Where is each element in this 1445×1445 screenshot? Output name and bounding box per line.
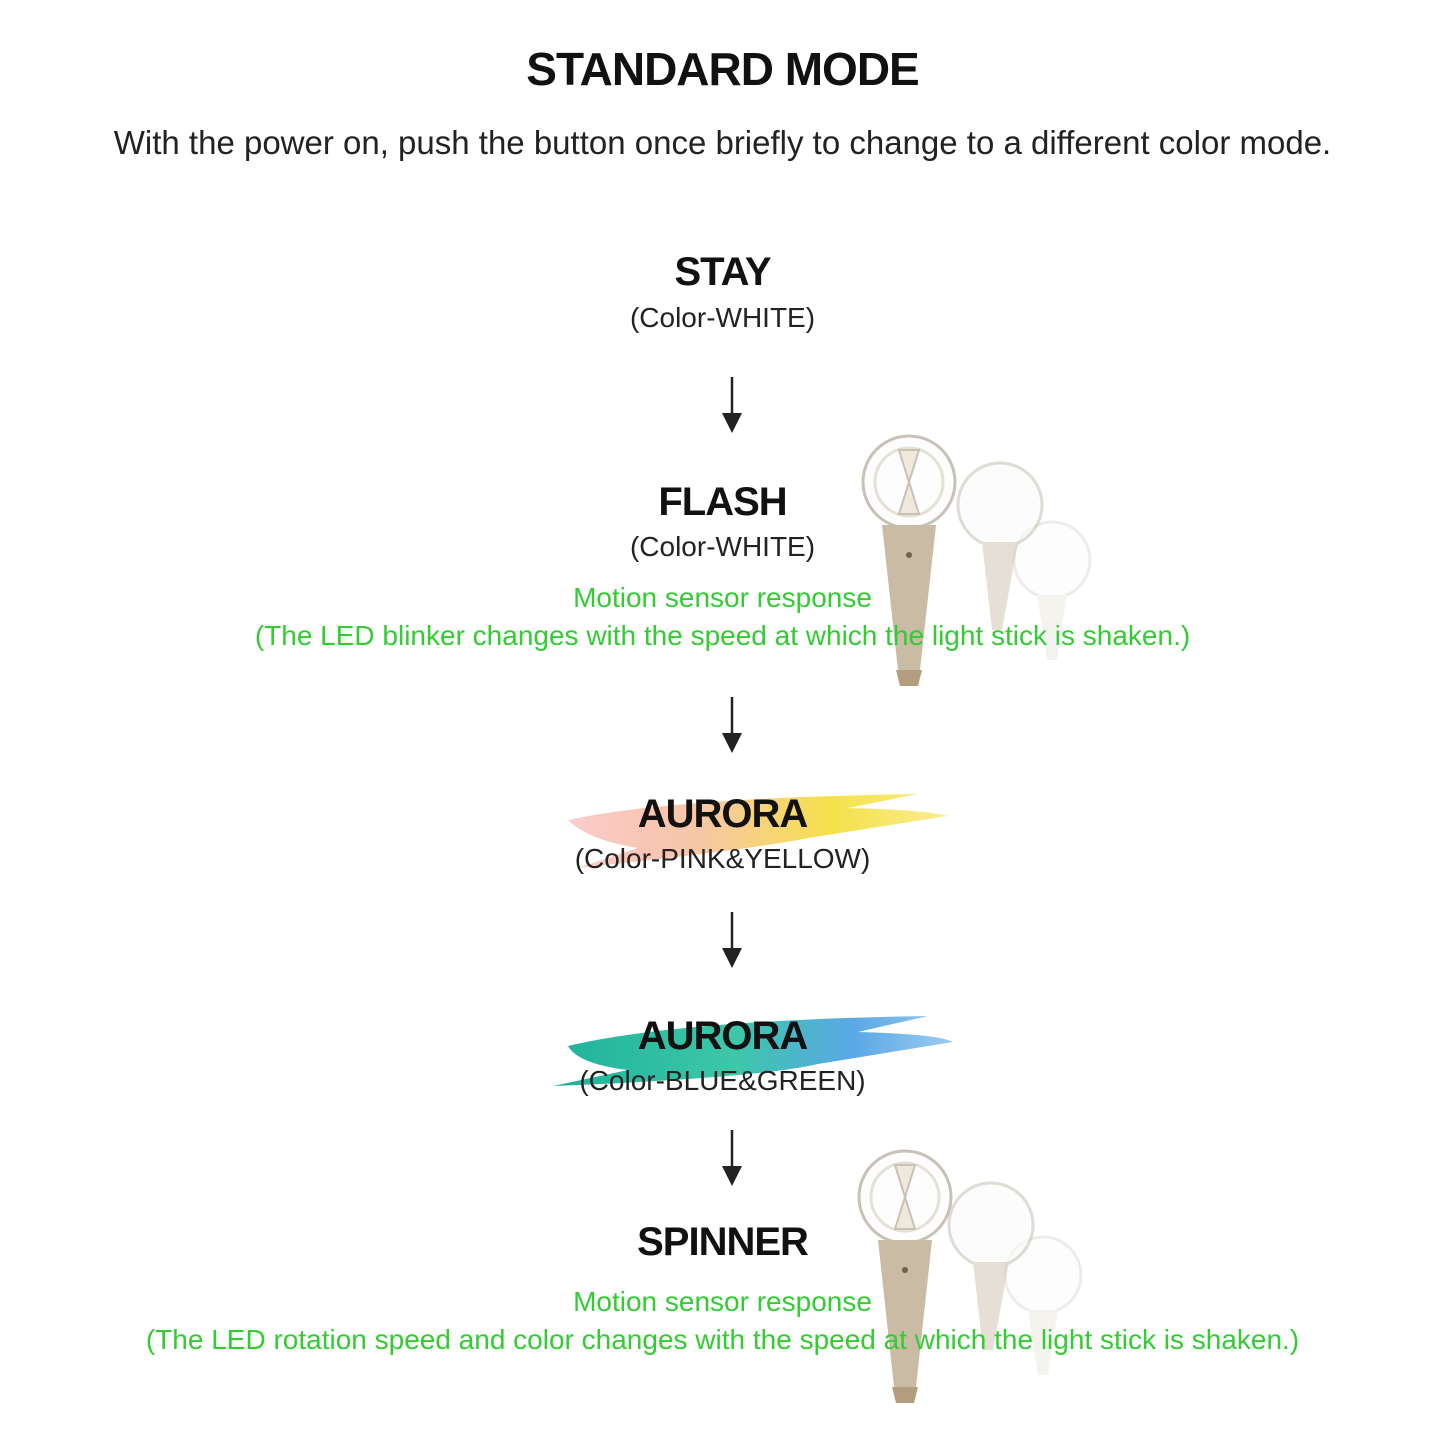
mode-stay-color: (Color-WHITE) — [629, 302, 816, 333]
mode-spinner-name: SPINNER — [637, 1220, 809, 1264]
spinner-sensor-note: (The LED rotation speed and color change… — [145, 1324, 1300, 1355]
mode-flash-color: (Color-WHITE) — [629, 531, 816, 562]
spinner-sensor-label: Motion sensor response — [573, 1286, 872, 1317]
pink-yellow-brush-stroke — [568, 794, 948, 868]
blue-green-brush-stroke — [553, 1016, 953, 1086]
down-arrow-icon — [722, 1130, 742, 1186]
mode-stay-name: STAY — [674, 250, 771, 294]
mode-aurora-blue-green-color: (Color-BLUE&GREEN) — [579, 1065, 866, 1096]
down-arrow-icon — [722, 377, 742, 433]
lightstick-image — [857, 1149, 1083, 1403]
down-arrow-icon — [722, 912, 742, 968]
mode-aurora-blue-green-name: AURORA — [637, 1014, 809, 1058]
flash-sensor-label: Motion sensor response — [573, 582, 872, 613]
down-arrow-icon — [722, 697, 742, 753]
lightstick-image — [861, 434, 1092, 686]
page-title: STANDARD MODE — [526, 43, 919, 95]
mode-aurora-pink-yellow-name: AURORA — [637, 792, 809, 836]
mode-aurora-pink-yellow-color: (Color-PINK&YELLOW) — [574, 843, 871, 874]
intro-text: With the power on, push the button once … — [113, 124, 1332, 161]
flash-sensor-note: (The LED blinker changes with the speed … — [254, 620, 1191, 651]
mode-flash-name: FLASH — [658, 480, 787, 524]
